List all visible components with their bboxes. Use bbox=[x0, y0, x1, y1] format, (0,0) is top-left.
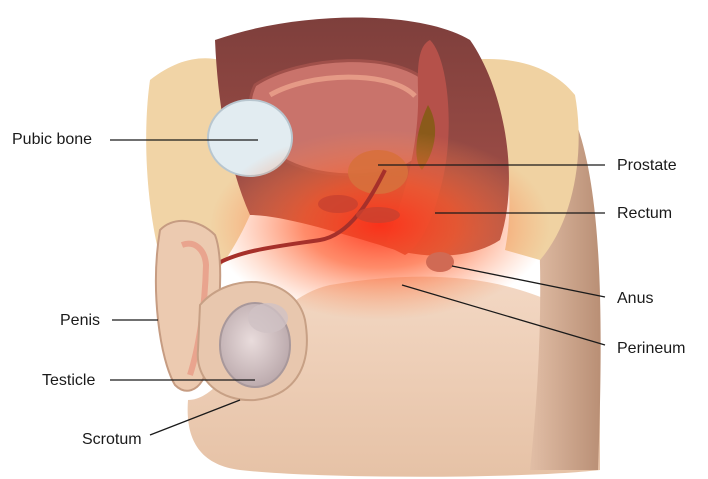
label-perineum: Perineum bbox=[617, 340, 685, 357]
label-scrotum: Scrotum bbox=[82, 431, 142, 448]
anus bbox=[426, 252, 454, 272]
label-pubic-bone: Pubic bone bbox=[12, 131, 92, 148]
label-penis: Penis bbox=[60, 312, 100, 329]
label-anus: Anus bbox=[617, 290, 653, 307]
label-rectum: Rectum bbox=[617, 205, 672, 222]
epididymis bbox=[248, 303, 288, 333]
pelvic-muscle-1 bbox=[318, 195, 358, 213]
pelvic-muscle-2 bbox=[356, 207, 400, 223]
label-prostate: Prostate bbox=[617, 157, 677, 174]
label-testicle: Testicle bbox=[42, 372, 95, 389]
